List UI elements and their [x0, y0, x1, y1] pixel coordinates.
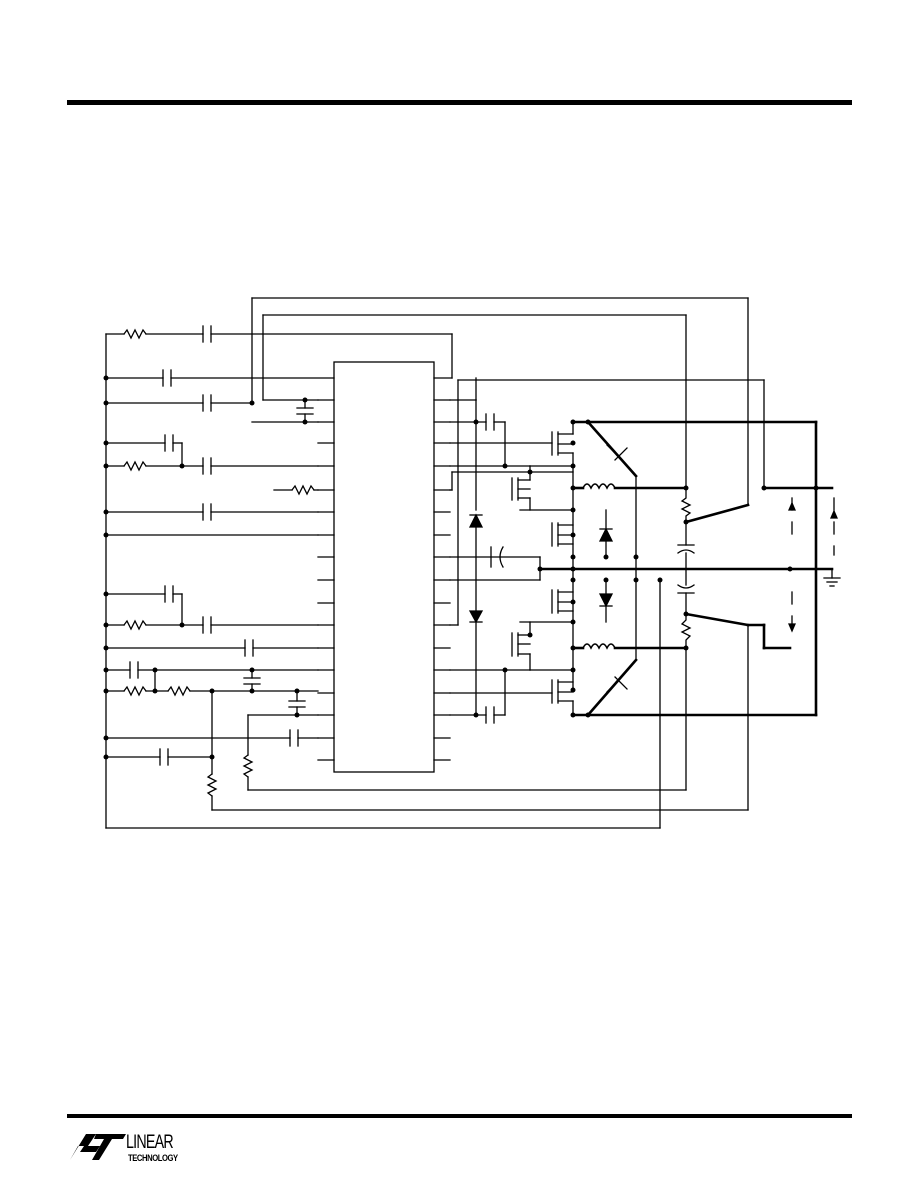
controller-ic [333, 361, 435, 773]
ground-icon [823, 568, 841, 587]
left-component-network [105, 297, 749, 811]
resistor-icon [123, 328, 147, 340]
mosfet-icon [551, 679, 574, 716]
mosfet-icon [551, 522, 574, 547]
inductor-icon [581, 643, 617, 650]
footer-rule [67, 1114, 852, 1118]
inductor-icon [581, 483, 617, 490]
mosfet-icon [551, 589, 574, 614]
output-network [606, 444, 841, 693]
mosfet-icon [551, 421, 574, 467]
resistor-icon [206, 773, 218, 797]
junction-dots [103, 375, 819, 760]
resistor-icon [123, 685, 147, 697]
left-ground-bus [105, 333, 661, 829]
diode-icon [468, 610, 484, 624]
diode-icon [468, 513, 484, 528]
resistor-icon [680, 613, 692, 649]
resistor-icon [680, 487, 692, 523]
logo-wordmark: LINEAR [126, 1132, 174, 1153]
mosfet-icon [511, 621, 574, 671]
resistor-icon [291, 484, 315, 496]
circuit-schematic [103, 297, 841, 829]
resistor-icon [123, 619, 147, 631]
resistor-icon [242, 754, 254, 778]
lt-logo-icon [70, 1134, 126, 1160]
resistor-icon [167, 685, 191, 697]
resistor-icon [123, 460, 147, 472]
ic-right-pins [433, 399, 451, 761]
logo-subtitle: TECHNOLOGY [128, 1153, 178, 1163]
header-rule [67, 100, 852, 105]
right-driver-network [449, 377, 765, 724]
ic-left-pins [317, 399, 335, 761]
